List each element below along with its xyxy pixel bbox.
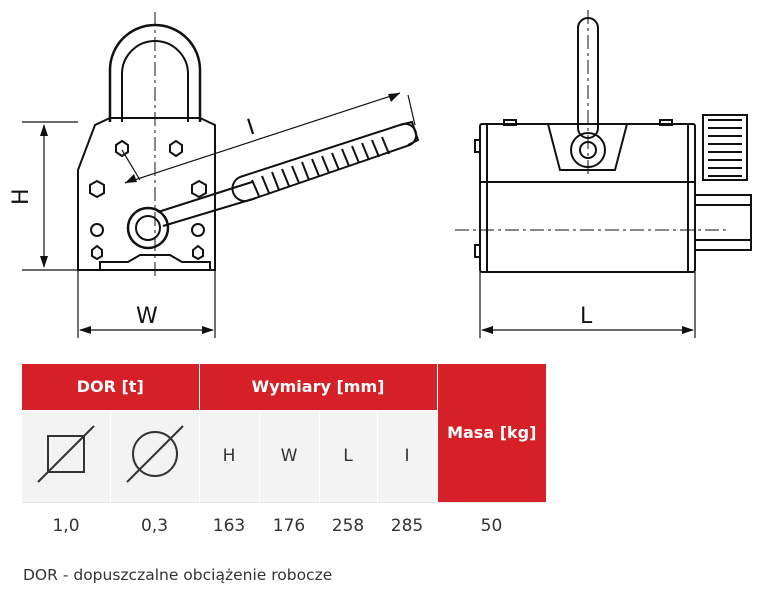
value-dor-flat: 1,0 — [22, 501, 110, 549]
flat-section-cell — [22, 410, 111, 502]
front-view-dimensions — [22, 92, 416, 338]
round-section-cell — [110, 410, 200, 502]
header-dor: DOR [t] — [22, 364, 200, 411]
dim-label-h: H — [9, 188, 34, 205]
round-section-icon — [125, 424, 184, 483]
value-w: 176 — [259, 501, 319, 549]
dim-label-w: W — [136, 304, 158, 329]
dim-label-i: I — [244, 115, 258, 141]
header-mass: Masa [kg] — [437, 364, 546, 502]
side-view-dimensions — [479, 272, 696, 338]
technical-drawing: H W I — [9, 10, 752, 338]
table-row: 1,0 0,3 163 176 258 285 50 — [22, 501, 546, 549]
footnote: DOR - dopuszczalne obciążenie robocze — [23, 566, 333, 584]
subheader-h: H — [199, 410, 260, 502]
spec-table: DOR [t] Wymiary [mm] Masa [kg] H W L I 1… — [22, 364, 546, 549]
value-h: 163 — [199, 501, 259, 549]
square-section-icon — [37, 424, 95, 483]
front-view — [77, 12, 420, 280]
value-l: 258 — [319, 501, 377, 549]
side-view — [455, 10, 752, 273]
value-dor-round: 0,3 — [110, 501, 199, 549]
subheader-l: L — [319, 410, 378, 502]
value-i: 285 — [377, 501, 437, 549]
header-dimensions: Wymiary [mm] — [199, 364, 438, 411]
subheader-w: W — [259, 410, 320, 502]
subheader-i: I — [377, 410, 438, 502]
value-mass: 50 — [437, 501, 546, 549]
dim-label-l: L — [580, 304, 593, 329]
